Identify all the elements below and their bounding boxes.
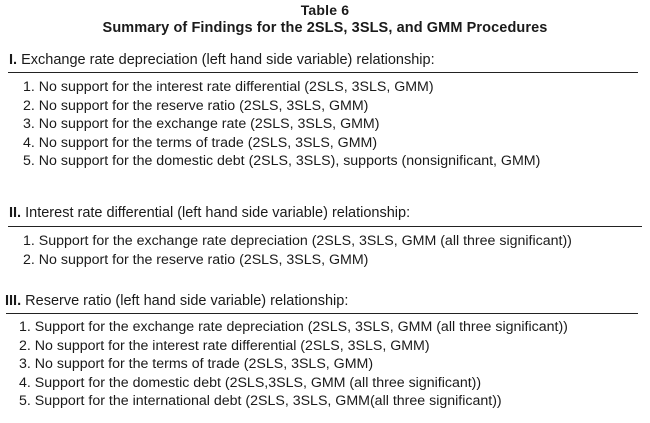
item-text: Support for the exchange rate depreciati… <box>38 233 572 249</box>
item-text: Support for the international debt (2SLS… <box>34 393 502 409</box>
section-numeral: III. <box>5 293 22 309</box>
item-text: No support for the terms of trade (2SLS,… <box>38 134 378 151</box>
list-item: 1. No support for the interest rate diff… <box>23 78 540 97</box>
item-number: 5. <box>19 393 31 409</box>
findings-list: 1. No support for the interest rate diff… <box>23 78 540 171</box>
section-rule <box>8 72 638 73</box>
item-number: 2. <box>19 337 31 354</box>
list-item: 5. No support for the domestic debt (2SL… <box>23 152 540 171</box>
list-item: 2. No support for the reserve ratio (2SL… <box>23 251 572 270</box>
list-item: 3. No support for the terms of trade (2S… <box>19 355 568 374</box>
section-heading: III. Reserve ratio (left hand side varia… <box>0 292 650 310</box>
section-heading: I. Exchange rate depreciation (left hand… <box>0 51 650 69</box>
list-item: 5. Support for the international debt (2… <box>19 392 568 411</box>
item-number: 3. <box>23 116 35 132</box>
item-text: No support for the interest rate differe… <box>34 337 430 354</box>
table-label: Table 6 <box>300 2 350 18</box>
section-numeral: II. <box>9 205 22 221</box>
list-item: 1. Support for the exchange rate depreci… <box>23 232 572 251</box>
item-number: 1. <box>23 233 35 249</box>
section-heading-text: Reserve ratio (left hand side variable) … <box>25 293 349 309</box>
item-number: 3. <box>19 356 31 372</box>
item-text: No support for the reserve ratio (2SLS, … <box>38 97 369 114</box>
section-heading-text: Exchange rate depreciation (left hand si… <box>21 52 435 68</box>
item-number: 2. <box>23 251 35 268</box>
list-item: 2. No support for the reserve ratio (2SL… <box>23 97 540 116</box>
findings-list: 1. Support for the exchange rate depreci… <box>19 318 568 411</box>
item-text: No support for the terms of trade (2SLS,… <box>34 356 374 372</box>
item-number: 4. <box>19 374 31 391</box>
list-item: 4. No support for the terms of trade (2S… <box>23 134 540 153</box>
section-1: I. Exchange rate depreciation (left hand… <box>0 51 650 169</box>
section-heading-text: Interest rate differential (left hand si… <box>25 205 411 221</box>
list-item: 1. Support for the exchange rate depreci… <box>19 318 568 337</box>
list-item: 4. Support for the domestic debt (2SLS,3… <box>19 374 568 393</box>
item-number: 1. <box>23 79 35 95</box>
item-text: No support for the domestic debt (2SLS, … <box>38 153 541 169</box>
item-text: Support for the exchange rate depreciati… <box>34 319 568 335</box>
section-2: II. Interest rate differential (left han… <box>0 204 650 268</box>
findings-list: 1. Support for the exchange rate depreci… <box>23 232 572 269</box>
section-heading: II. Interest rate differential (left han… <box>0 204 650 222</box>
list-item: 3. No support for the exchange rate (2SL… <box>23 115 540 134</box>
item-number: 4. <box>23 134 35 151</box>
item-text: No support for the interest rate differe… <box>38 79 434 95</box>
table-title: Summary of Findings for the 2SLS, 3SLS, … <box>102 20 548 36</box>
item-text: Support for the domestic debt (2SLS,3SLS… <box>34 374 482 391</box>
item-number: 1. <box>19 319 31 335</box>
section-rule <box>6 313 638 314</box>
item-text: No support for the exchange rate (2SLS, … <box>38 116 380 132</box>
list-item: 2. No support for the interest rate diff… <box>19 337 568 356</box>
section-numeral: I. <box>9 52 18 68</box>
section-rule <box>8 226 642 227</box>
item-text: No support for the reserve ratio (2SLS, … <box>38 251 369 268</box>
section-3: III. Reserve ratio (left hand side varia… <box>0 292 650 409</box>
item-number: 5. <box>23 153 35 169</box>
item-number: 2. <box>23 97 35 114</box>
